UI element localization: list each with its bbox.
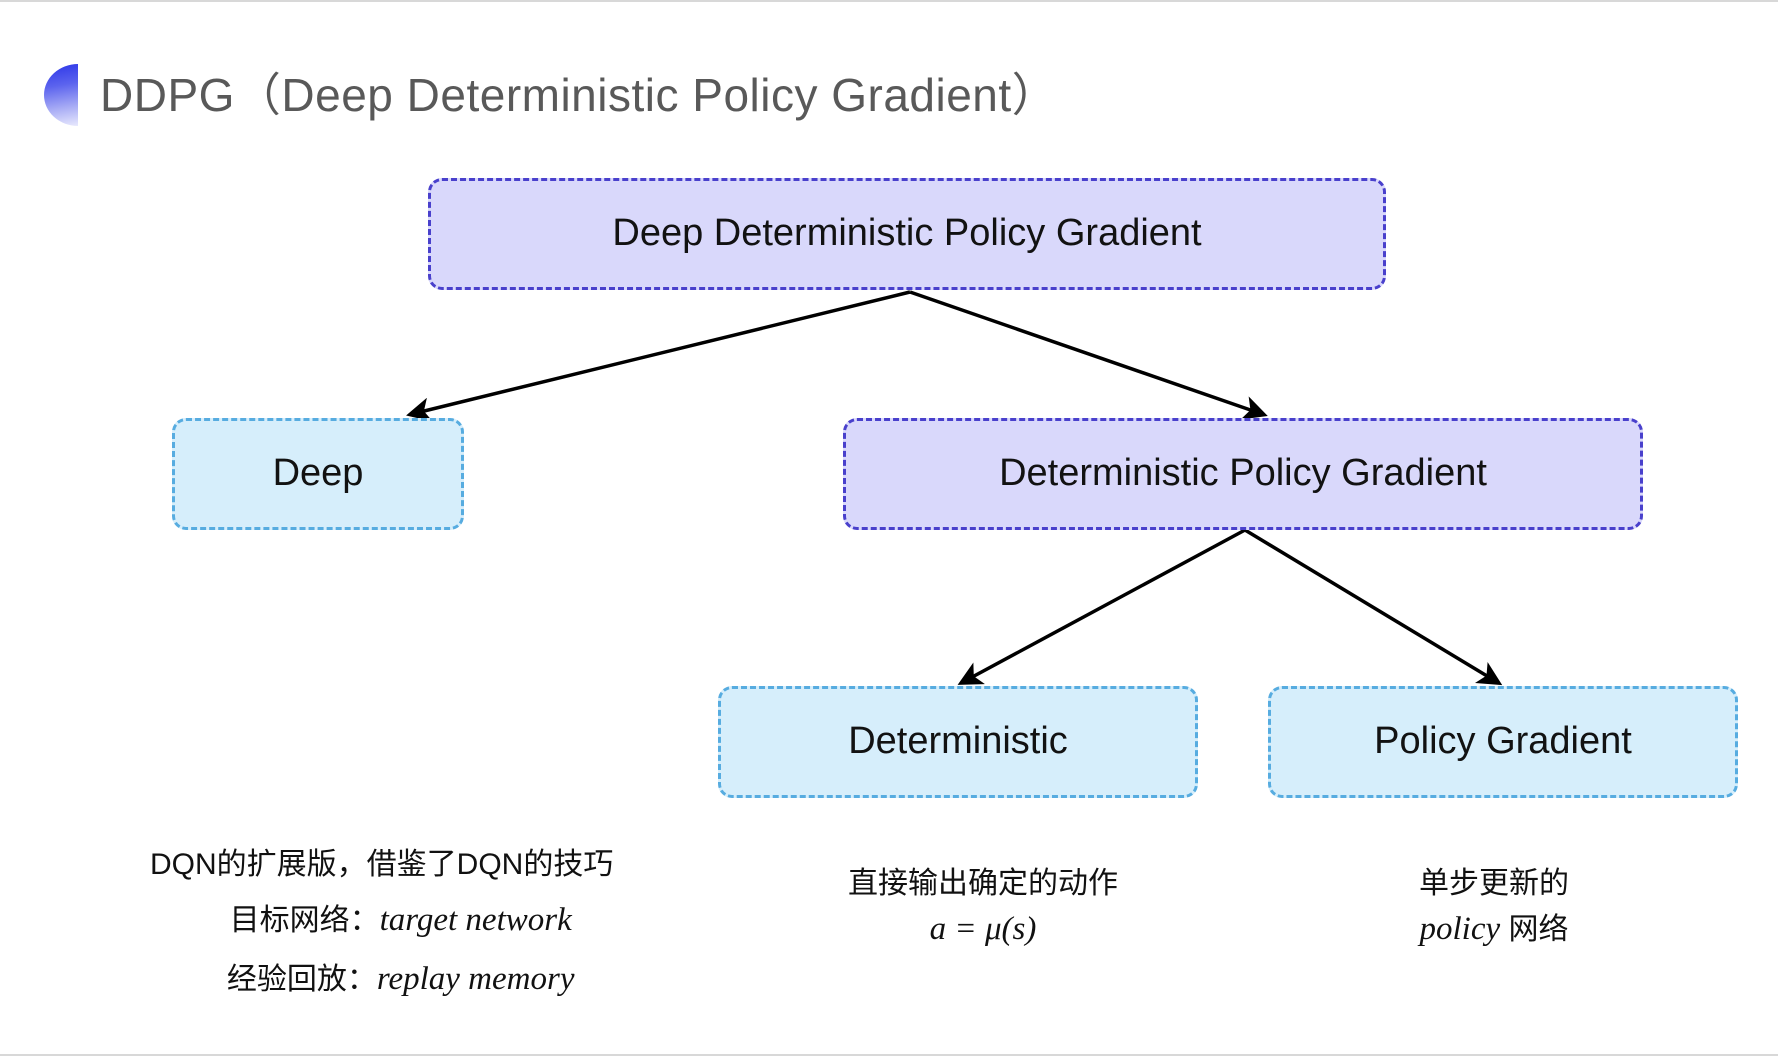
annotation-deterministic-line1: 直接输出确定的动作 [848, 867, 1118, 900]
annotation-policy-gradient-suffix: 网络 [1500, 912, 1569, 946]
annotation-deterministic-formula: a = μ(s) [929, 910, 1037, 947]
page-title: DDPG（Deep Deterministic Policy Gradient） [100, 69, 1059, 121]
slide-title-row: DDPG（Deep Deterministic Policy Gradient） [44, 64, 1058, 126]
annotation-deep-line1: DQN的扩展版，借鉴了DQN的技巧 [150, 848, 614, 881]
slide-top-border [0, 0, 1778, 2]
edge-root-to-dpg [909, 290, 1268, 420]
node-deterministic-policy-gradient[interactable]: Deterministic Policy Gradient [843, 418, 1643, 530]
annotation-deep-line2-term: target network [379, 902, 572, 939]
node-label: Deterministic Policy Gradient [999, 452, 1487, 495]
node-label: Deep Deterministic Policy Gradient [612, 212, 1202, 255]
slide-bottom-border [0, 1054, 1778, 1056]
edge-dpg-to-deterministic [957, 528, 1246, 685]
annotation-deep-line3-label: 经验回放： [226, 963, 377, 997]
annotation-deep-line2: 目标网络：target network [150, 891, 613, 950]
annotation-deep-line3-term: replay memory [376, 961, 575, 998]
annotation-deterministic: 直接输出确定的动作 a = μ(s) [848, 862, 1118, 953]
edge-root-to-deep [406, 290, 911, 422]
node-policy-gradient[interactable]: Policy Gradient [1268, 686, 1738, 798]
annotation-policy-gradient-line2: policy 网络 [1419, 906, 1569, 954]
annotation-policy-gradient-term: policy [1419, 910, 1501, 947]
annotation-policy-gradient-line1: 单步更新的 [1419, 867, 1569, 900]
annotation-policy-gradient: 单步更新的 policy 网络 [1419, 862, 1569, 953]
annotation-deep-line2-label: 目标网络： [229, 904, 380, 938]
node-label: Deterministic [848, 720, 1068, 763]
half-circle-bullet-icon [44, 64, 78, 126]
node-label: Policy Gradient [1374, 720, 1632, 763]
node-label: Deep [272, 452, 364, 495]
node-deep[interactable]: Deep [172, 418, 464, 530]
node-deterministic[interactable]: Deterministic [718, 686, 1198, 798]
edge-dpg-to-policy-gradient [1244, 528, 1503, 686]
annotation-deep-line3: 经验回放：replay memory [150, 950, 613, 1009]
node-deep-deterministic-policy-gradient[interactable]: Deep Deterministic Policy Gradient [428, 178, 1386, 290]
annotation-deep: DQN的扩展版，借鉴了DQN的技巧 目标网络：target network 经验… [150, 838, 613, 1009]
